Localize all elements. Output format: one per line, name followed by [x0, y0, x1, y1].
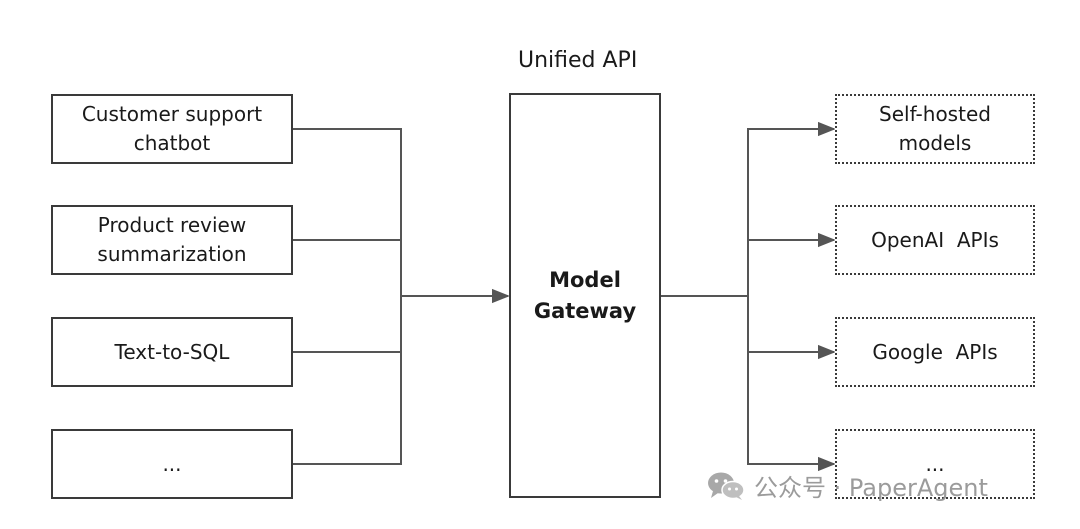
provider-label: Google APIs [872, 339, 998, 364]
watermark-text: 公众号 · PaperAgent [754, 474, 988, 502]
provider-box-openai: OpenAI APIs [835, 205, 1035, 275]
provider-box-self-hosted: Self-hosted models [835, 94, 1035, 164]
gateway-title-line1: Model [549, 267, 621, 292]
client-label-line1: Customer support [81, 102, 263, 126]
provider-label-line1: Self-hosted [879, 102, 991, 126]
provider-box-more: ... [835, 429, 1035, 499]
provider-label: OpenAI APIs [871, 227, 999, 252]
client-box-text-to-sql: Text-to-SQL [51, 317, 293, 387]
provider-label-line2: models [898, 131, 972, 155]
watermark: 公众号 · PaperAgent [706, 468, 988, 503]
provider-label: ... [925, 451, 945, 476]
client-box-more: ... [51, 429, 293, 499]
client-label-line2: summarization [97, 242, 247, 266]
gateway-caption: Unified API [518, 48, 638, 73]
provider-box-google: Google APIs [835, 317, 1035, 387]
client-label-line2: chatbot [133, 131, 211, 155]
model-gateway-box: Model Gateway [509, 93, 661, 498]
client-label: Text-to-SQL [114, 339, 230, 364]
wechat-icon [708, 472, 745, 500]
client-label-line1: Product review [97, 213, 247, 237]
client-box-customer-support: Customer support chatbot [51, 94, 293, 164]
client-box-product-review: Product review summarization [51, 205, 293, 275]
gateway-title-line2: Gateway [533, 298, 637, 323]
client-label: ... [162, 451, 182, 476]
